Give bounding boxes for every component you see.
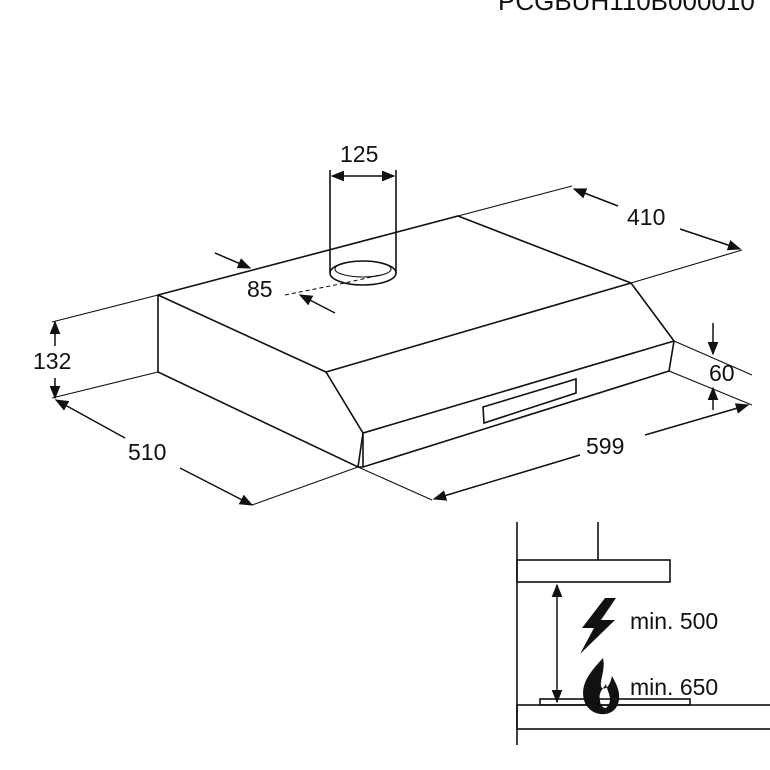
control-panel: [482, 377, 577, 425]
flame-icon: [583, 658, 620, 715]
clearance-diagram: [516, 522, 770, 745]
height-label: 132: [33, 348, 72, 374]
lightning-icon: [580, 598, 616, 654]
dimension-lines: [49, 170, 753, 506]
model-code: PCGBUH110B000010: [498, 0, 755, 16]
duct-offset-label: 85: [247, 276, 273, 302]
min-gas-label: min. 650: [630, 674, 719, 700]
duct: [284, 170, 397, 296]
width-label: 599: [586, 433, 625, 459]
hood-body: [157, 215, 675, 468]
front-height-label: 60: [709, 360, 735, 386]
depth-label: 410: [627, 204, 666, 230]
duct-diameter-label: 125: [340, 141, 379, 167]
min-electric-label: min. 500: [630, 608, 719, 634]
total-depth-label: 510: [128, 439, 167, 465]
